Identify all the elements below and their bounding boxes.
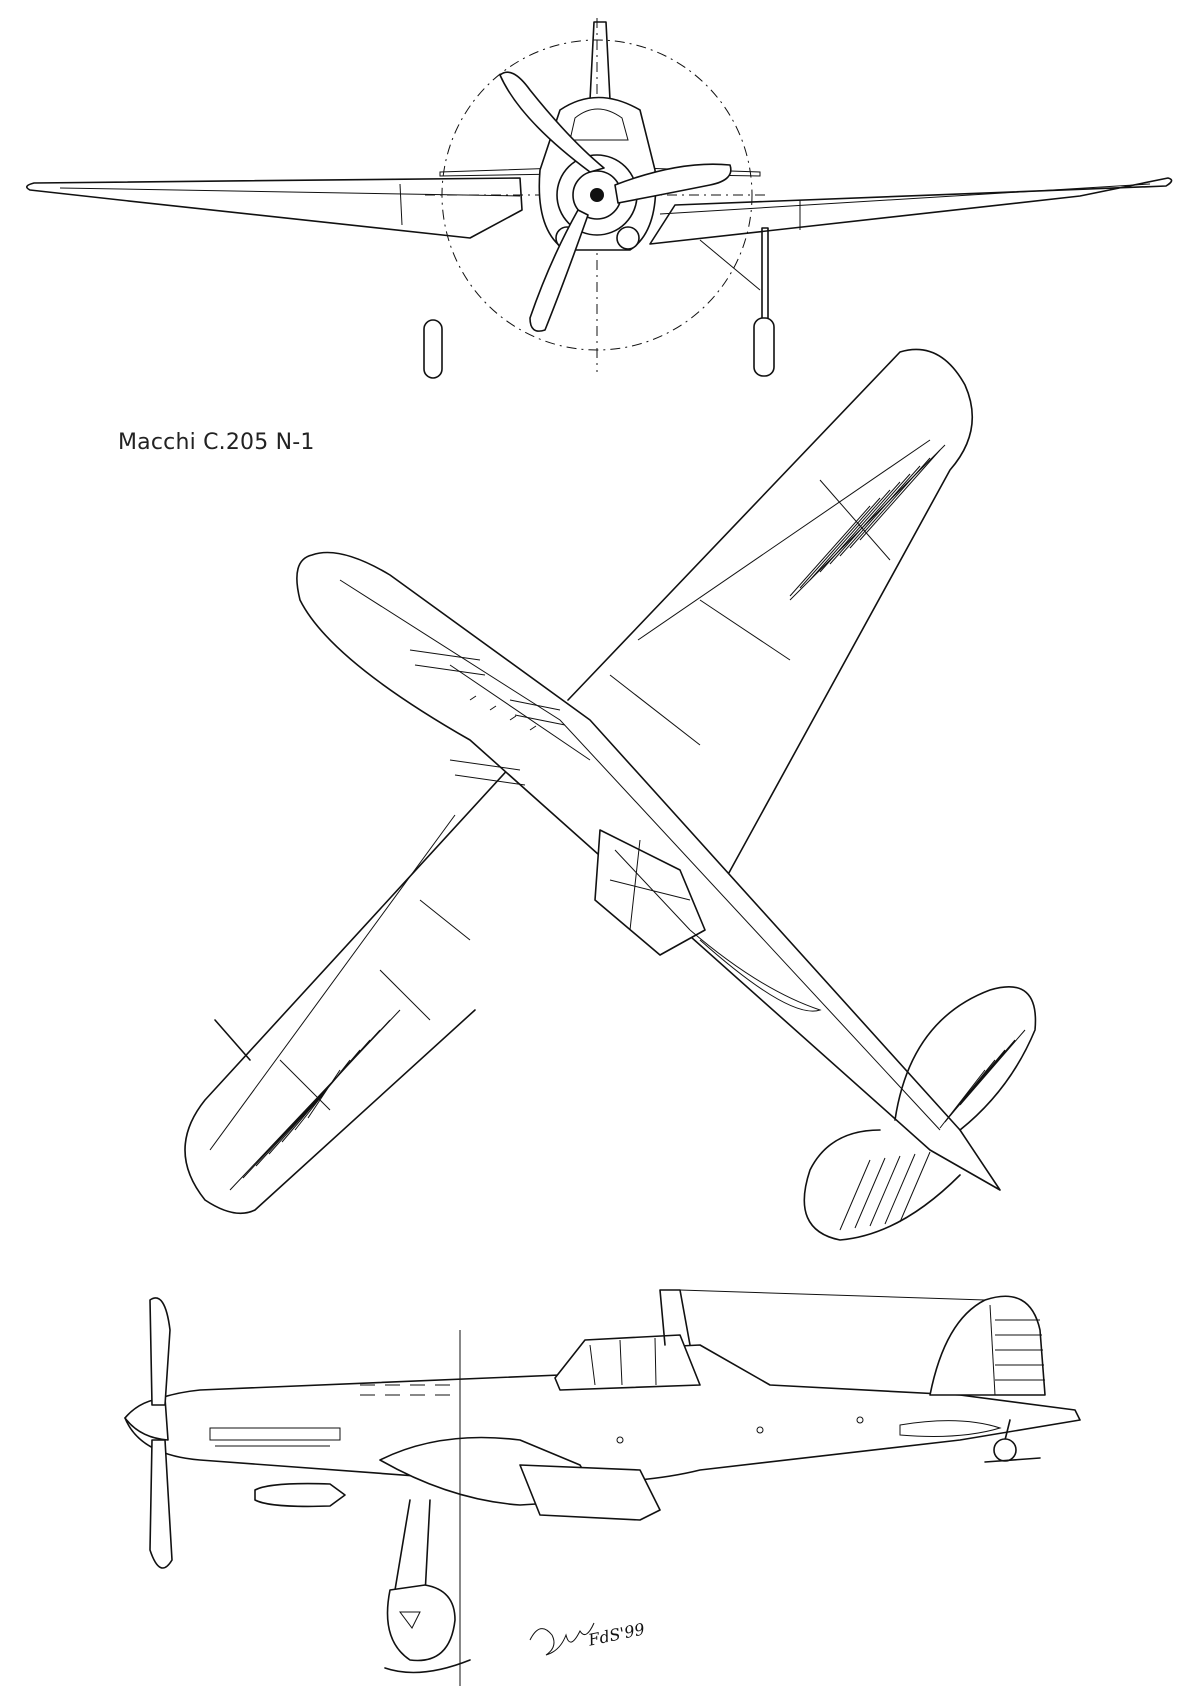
signature-mark — [529, 1622, 595, 1656]
front-view — [26, 18, 1173, 379]
side-main-gear — [394, 1499, 431, 1596]
side-canopy — [554, 1334, 701, 1391]
front-gear-fairing — [423, 319, 443, 379]
front-main-gear — [761, 227, 769, 331]
side-spinner — [124, 1397, 169, 1441]
top-view — [184, 348, 1037, 1241]
side-fin — [929, 1295, 1046, 1396]
side-radiator — [519, 1464, 661, 1521]
front-left-wing — [26, 177, 523, 239]
top-cockpit — [594, 829, 706, 956]
side-prop-lower — [149, 1439, 173, 1569]
side-fuselage — [124, 1344, 1081, 1485]
front-fin — [589, 21, 611, 101]
top-wing-lower — [184, 739, 536, 1215]
aircraft-title: Macchi C.205 N-1 — [118, 430, 315, 455]
side-view — [124, 1289, 1081, 1686]
side-tail-wheel — [993, 1438, 1017, 1462]
top-stabilizer-upper — [894, 986, 1037, 1131]
side-prop-upper — [149, 1297, 171, 1406]
top-wing-upper — [567, 348, 973, 881]
side-drop-tank — [254, 1482, 346, 1508]
front-right-wing — [649, 177, 1173, 245]
prop-blade-lower — [529, 209, 589, 332]
top-stabilizer-lower — [803, 1129, 961, 1241]
prop-blade-right — [614, 163, 732, 204]
prop-blade-upper — [499, 71, 605, 173]
